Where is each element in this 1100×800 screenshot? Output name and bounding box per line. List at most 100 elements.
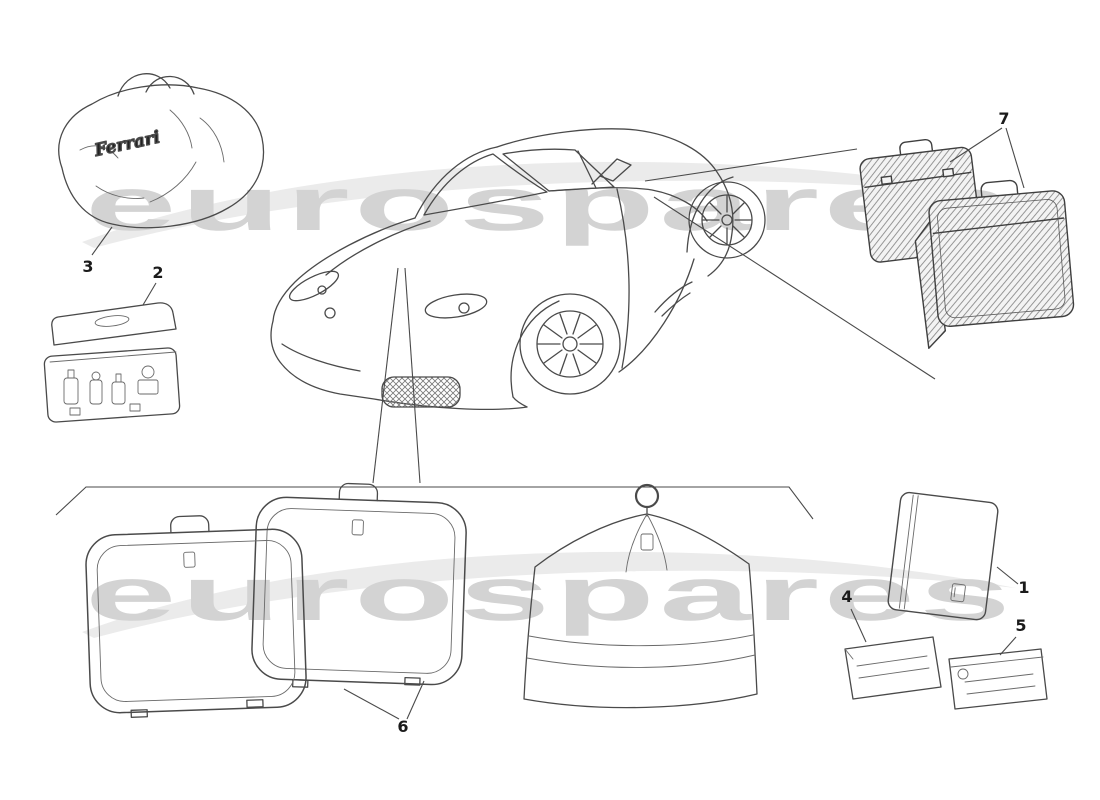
car-door-line: [616, 188, 630, 369]
watermark-top: eurospares: [82, 161, 1016, 248]
part-documentation-folder: [887, 491, 999, 621]
callout-labels: 3 2 7 1 4 5 6: [82, 109, 1029, 736]
leader-7-to-small-case: [949, 127, 1003, 163]
case-front-foot-1: [130, 709, 148, 718]
car-mirror: [599, 158, 632, 182]
car-sill: [618, 258, 695, 373]
leader-car-to-luggage-upper: [644, 148, 858, 182]
rear-luggage-case-large: [914, 179, 1075, 349]
document-card-fold: [844, 648, 854, 660]
car-headlight-left-lens: [317, 285, 327, 295]
toolkit-base: [43, 347, 181, 423]
document-card-text-line-2: [858, 667, 930, 679]
car-headlight-right-lens: [458, 302, 470, 314]
car-outline: [270, 128, 766, 411]
cover-bag-handle-1: [117, 73, 171, 97]
case-large-zip: [937, 199, 1066, 319]
callout-5: 5: [1015, 616, 1026, 635]
car-side-intake: [654, 281, 693, 313]
part-document-envelope: [948, 648, 1048, 710]
group-bracket: [55, 486, 814, 520]
callout-4: 4: [841, 587, 852, 606]
watermark-swoosh-bottom: [82, 551, 1016, 638]
case-front-shield: [183, 551, 196, 568]
case-front-body: [85, 528, 307, 714]
case-back-handle: [338, 482, 379, 502]
car-b-pillar: [577, 150, 597, 189]
part-front-luggage-set: [85, 482, 467, 718]
front-luggage-case-front: [85, 515, 307, 718]
folder-spine-line-2: [903, 495, 919, 610]
callout-3: 3: [82, 257, 93, 276]
toolkit-base-rim: [49, 351, 177, 363]
garment-bag-fold-left: [625, 513, 648, 573]
part-garment-bag: [523, 483, 758, 709]
folder-shield-stripe: [953, 587, 956, 598]
toolkit-bottles: [63, 365, 159, 405]
car-windshield: [423, 153, 548, 216]
part-rear-luggage-set: [859, 139, 1075, 349]
watermark-text-top: eurospares: [85, 162, 1015, 247]
case-large-seam: [932, 217, 1065, 235]
car-front-wheel-arch: [510, 300, 560, 398]
garment-bag-seam-2: [526, 654, 756, 668]
case-front-inner-seam: [96, 540, 296, 702]
toolkit-lid: [51, 302, 177, 346]
part-tool-kit: [43, 302, 181, 423]
case-small-clasp-1: [880, 175, 893, 186]
cover-bag-handle-2: [145, 75, 195, 95]
part-document-card: [844, 636, 942, 700]
callout-2: 2: [152, 263, 163, 282]
leader-car-to-luggage-lower: [653, 196, 936, 380]
car-front-wheel: [519, 293, 621, 395]
document-envelope-band: [950, 656, 1044, 668]
document-envelope-outline: [948, 648, 1048, 710]
cover-bag-crinkle-4: [95, 185, 145, 199]
document-card-outline: [844, 636, 942, 700]
toolkit-latch-1: [69, 407, 81, 416]
car-beltline: [548, 187, 708, 222]
case-back-shield: [351, 519, 364, 536]
folder-shield-badge: [950, 583, 966, 603]
car-front-bumper: [270, 320, 528, 411]
garment-bag-outline: [523, 513, 758, 709]
cover-bag-crinkle-5: [169, 109, 193, 149]
case-small-handle: [899, 139, 934, 155]
toolkit-latch-2: [129, 403, 141, 412]
car-rear-wheel-arch: [686, 176, 734, 253]
document-card-text-line-1: [856, 655, 928, 667]
garment-bag-seam-1: [528, 634, 754, 647]
case-large-handle: [980, 179, 1019, 198]
leader-6-to-back-case: [406, 680, 425, 720]
case-front-foot-2: [246, 699, 264, 708]
car-roofline: [496, 128, 734, 277]
case-back-inner-seam: [262, 508, 456, 674]
car-a-pillar: [414, 146, 498, 219]
leader-to-5: [999, 636, 1017, 656]
leader-to-1: [996, 566, 1019, 585]
watermark-bottom: eurospares: [82, 551, 1016, 638]
car-headlight-right: [424, 293, 488, 319]
leader-lines: [55, 127, 1025, 720]
car-sill-front: [512, 396, 528, 408]
document-envelope-text-line-2: [966, 685, 1036, 695]
front-luggage-case-back: [251, 482, 467, 688]
car-headlight-left: [288, 270, 340, 302]
cover-bag-outline: [58, 84, 265, 229]
car-side-intake-inner: [661, 292, 691, 317]
folder-cover: [887, 491, 999, 621]
car-fender-line: [272, 217, 416, 322]
car-mirror-stem: [591, 175, 601, 185]
car-hood-badge: [324, 307, 336, 319]
car-bumper-crease: [281, 343, 361, 372]
cover-bag-crinkle-3: [199, 117, 225, 163]
leader-car-to-bracket-right: [404, 267, 421, 484]
leader-to-2: [142, 282, 157, 306]
cover-bag-crinkle-2: [149, 161, 197, 203]
case-large-body: [928, 190, 1075, 328]
watermark-swoosh-top: [82, 161, 1016, 248]
toolkit-lid-handle: [94, 315, 130, 327]
callout-6: 6: [397, 717, 408, 736]
